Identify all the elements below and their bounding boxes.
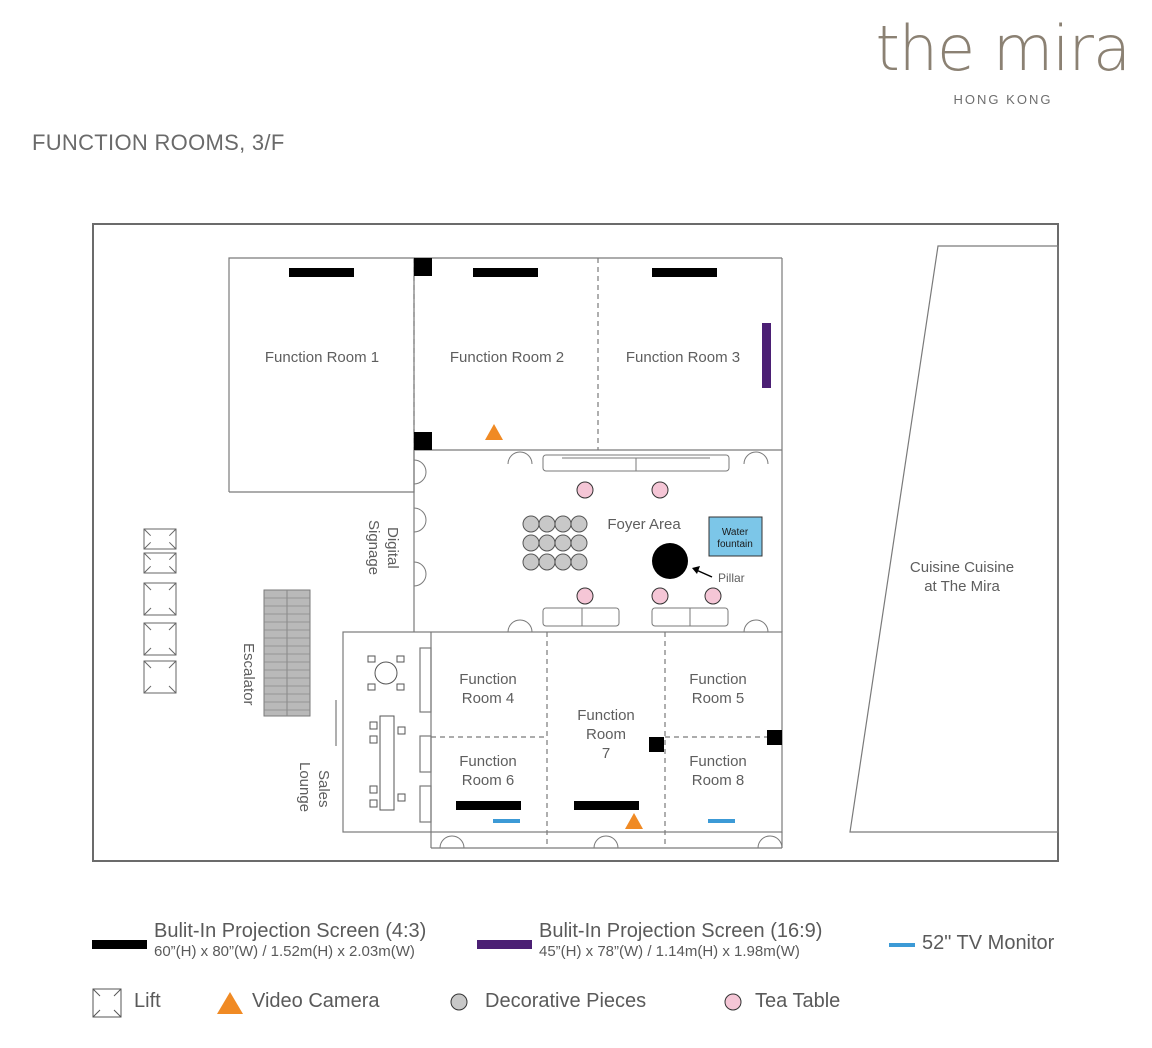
projection-screen-icon — [289, 268, 354, 277]
room2-label: Function Room 2 — [450, 349, 564, 366]
legend-screen43-spec: 60”(H) x 80”(W) / 1.52m(H) x 2.03m(W) — [154, 943, 415, 960]
legend-tv-swatch — [889, 943, 915, 947]
video-camera-icon — [625, 813, 643, 829]
legend-camera-label: Video Camera — [252, 990, 380, 1012]
decorative-piece-icon — [522, 534, 540, 552]
decorative-pieces — [522, 515, 588, 571]
video-camera-icon — [217, 992, 243, 1014]
lower-rooms — [335, 631, 783, 849]
lifts — [143, 528, 177, 694]
decorative-piece-icon — [538, 534, 556, 552]
projection-screens-4-3 — [289, 268, 717, 810]
pillar-icon — [652, 543, 688, 579]
tea-table-icon — [651, 481, 669, 499]
lift-icon — [143, 622, 177, 656]
brand-location: HONG KONG — [953, 92, 1053, 107]
decorative-piece-icon — [522, 515, 540, 533]
room4-label-line2: Room 4 — [462, 690, 515, 707]
tv-monitor-icon — [708, 819, 735, 823]
room6-label-line2: Room 6 — [462, 772, 515, 789]
projection-screen-icon — [574, 801, 639, 810]
sales-lounge-furniture — [367, 655, 406, 811]
restaurant-outline — [849, 245, 1059, 833]
legend-screen43: Bulit-In Projection Screen (4:3) 60”(H) … — [154, 920, 426, 960]
foyer-label: Foyer Area — [607, 516, 681, 533]
tv-monitor-icon — [493, 819, 520, 823]
decorative-piece-icon — [450, 993, 468, 1011]
lift-icon — [143, 582, 177, 616]
lift-icon — [143, 660, 177, 694]
sales-lounge-line2: Lounge — [296, 762, 313, 812]
tea-table-icon — [576, 587, 594, 605]
tea-table-icon — [651, 587, 669, 605]
decorative-piece-icon — [538, 515, 556, 533]
sales-lounge-line1: Sales — [315, 770, 332, 808]
decorative-piece-icon — [522, 553, 540, 571]
decorative-piece-icon — [570, 553, 588, 571]
room8-label-line1: Function — [689, 753, 747, 770]
restaurant-label-line1: Cuisine Cuisine — [910, 559, 1014, 576]
tea-tables — [576, 481, 722, 605]
legend-screen169-swatch — [477, 940, 532, 949]
legend-screen169-spec: 45”(H) x 78”(W) / 1.14m(H) x 1.98m(W) — [539, 943, 800, 960]
video-camera-icon — [485, 424, 503, 440]
projection-screen-icon — [473, 268, 538, 277]
room7-label-line3: 7 — [602, 745, 610, 762]
decorative-piece-icon — [538, 553, 556, 571]
doors — [413, 451, 783, 849]
room5-label-line2: Room 5 — [692, 690, 745, 707]
water-fountain-label-line1: Water — [722, 527, 749, 538]
room8-label-line2: Room 8 — [692, 772, 745, 789]
projection-screen-icon — [456, 801, 521, 810]
lift-icon — [143, 552, 177, 574]
decorative-piece-icon — [554, 515, 572, 533]
decorative-piece-icon — [570, 515, 588, 533]
escalator-label: Escalator — [240, 643, 257, 706]
foyer-sofas — [542, 454, 730, 627]
legend-screen169-label: Bulit-In Projection Screen (16:9) — [539, 920, 823, 942]
upper-rooms — [228, 257, 783, 493]
tea-table-icon — [576, 481, 594, 499]
lift-icon — [92, 988, 122, 1018]
pillar-label: Pillar — [718, 571, 745, 585]
brand-logo: the mira — [875, 12, 1131, 85]
water-fountain — [708, 516, 763, 557]
lift-icon — [143, 528, 177, 550]
structural-columns — [414, 258, 782, 752]
page-title: FUNCTION ROOMS, 3/F — [32, 130, 285, 155]
digital-signage-line1: Digital — [384, 527, 401, 569]
decorative-piece-icon — [570, 534, 588, 552]
legend-lift-label: Lift — [134, 990, 161, 1012]
projection-screen-16-9-icon — [762, 323, 771, 388]
projection-screen-icon — [652, 268, 717, 277]
foyer-walls — [413, 450, 783, 632]
room1-label: Function Room 1 — [265, 349, 379, 366]
decorative-piece-icon — [554, 534, 572, 552]
legend-screen43-label: Bulit-In Projection Screen (4:3) — [154, 920, 427, 942]
pillar-arrowhead — [692, 566, 700, 574]
tea-table-icon — [704, 587, 722, 605]
tea-table-icon — [724, 993, 742, 1011]
decorative-piece-icon — [554, 553, 572, 571]
room5-label-line1: Function — [689, 671, 747, 688]
legend-tv-label: 52" TV Monitor — [922, 932, 1055, 954]
water-fountain-label-line2: fountain — [717, 539, 753, 550]
legend-screen169: Bulit-In Projection Screen (16:9) 45”(H)… — [539, 920, 822, 960]
legend-deco-label: Decorative Pieces — [485, 990, 647, 1012]
room6-label-line1: Function — [459, 753, 517, 770]
restaurant-label-line2: at The Mira — [924, 578, 1000, 595]
room7-label-line1: Function — [577, 707, 635, 724]
legend-tea-label: Tea Table — [755, 990, 841, 1012]
escalator-steps — [263, 589, 311, 717]
room3-label: Function Room 3 — [626, 349, 740, 366]
room4-label-line1: Function — [459, 671, 517, 688]
digital-signage-line2: Signage — [365, 520, 382, 575]
room7-label-line2: Room — [586, 726, 626, 743]
legend-screen43-swatch — [92, 940, 147, 949]
